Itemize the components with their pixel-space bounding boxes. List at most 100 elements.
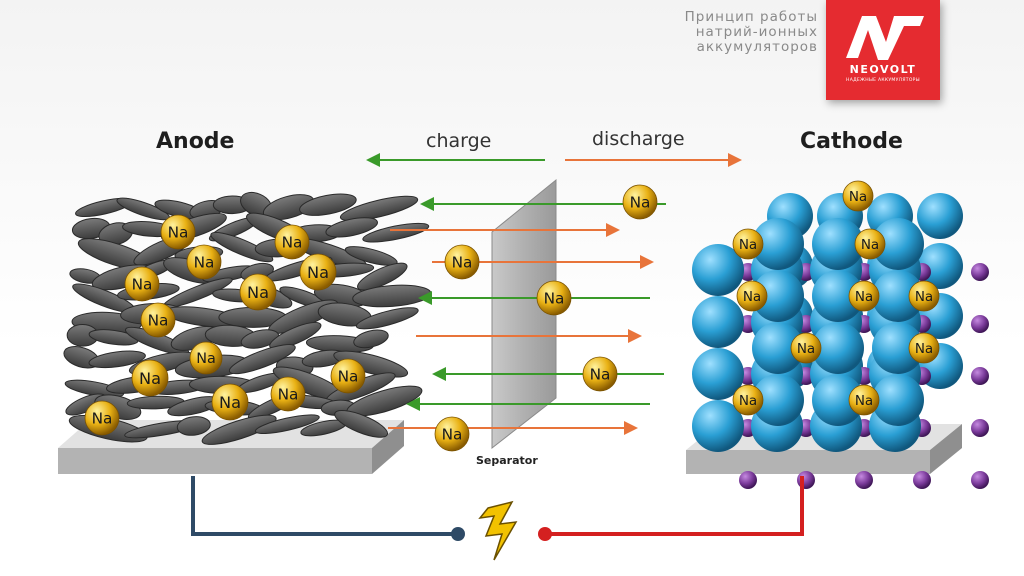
ion-label: Na [219, 393, 241, 412]
external-circuit [191, 476, 804, 561]
cathode-sphere [872, 374, 924, 426]
cathode-sphere [872, 322, 924, 374]
cathode-title: Cathode [800, 129, 903, 154]
sodium-ion: Na [582, 356, 618, 392]
lightning-bolt-icon [478, 500, 518, 561]
cathode-sphere [812, 270, 864, 322]
cathode-sphere [812, 322, 864, 374]
cathode-small-atom [971, 315, 989, 333]
anode-title: Anode [156, 129, 235, 154]
sodium-ion: Na [124, 266, 160, 302]
cathode-crystal-lattice [692, 193, 989, 489]
graphite-flake [344, 246, 398, 266]
cathode-sphere-back [917, 193, 963, 239]
graphite-flake [299, 193, 357, 216]
charge-direction-arrow [366, 153, 545, 167]
cathode-sphere [692, 400, 744, 452]
ion-label: Na [797, 341, 815, 357]
ion-label: Na [743, 289, 761, 305]
ion-label: Na [194, 253, 215, 271]
cathode-sphere [872, 270, 924, 322]
sodium-ion: Na [444, 244, 480, 280]
sodium-ion: Na [131, 359, 169, 397]
ion-label: Na [307, 263, 329, 282]
cathode-sphere [752, 218, 804, 270]
sodium-ion: Na [622, 184, 658, 220]
charge-label: charge [426, 130, 492, 152]
graphite-flake [357, 262, 408, 291]
discharge-arrow [390, 223, 620, 237]
graphite-flake [228, 344, 296, 375]
ion-label: Na [132, 275, 153, 293]
discharge-arrow [416, 329, 642, 343]
graphite-flake [88, 350, 146, 369]
ion-label: Na [247, 283, 269, 302]
ion-label: Na [855, 289, 873, 305]
cathode-small-atom [913, 471, 931, 489]
cathode-sphere [692, 244, 744, 296]
ion-label: Na [849, 189, 867, 205]
cathode-sphere [752, 374, 804, 426]
header-line-1: Принцип работы [684, 9, 818, 25]
cathode-small-atom [971, 419, 989, 437]
anode-terminal-dot [451, 527, 465, 541]
ion-label: Na [92, 409, 113, 427]
charge-arrow [432, 367, 664, 381]
ion-label: Na [282, 233, 303, 251]
graphite-flake [333, 350, 409, 378]
sodium-ion: Na [848, 280, 880, 312]
discharge-arrow [388, 421, 638, 435]
graphite-flake [240, 329, 280, 349]
separator-membrane [491, 178, 557, 450]
ion-flow-arrows [366, 153, 742, 435]
cathode-sphere [752, 322, 804, 374]
cathode-terminal-dot [538, 527, 552, 541]
cathode-sphere [692, 296, 744, 348]
graphite-flake [176, 416, 211, 436]
sodium-ion: Na [274, 224, 310, 260]
cathode-sphere [692, 348, 744, 400]
cathode-sphere [752, 270, 804, 322]
sodium-ion: Na [330, 358, 366, 394]
cathode-sphere [812, 218, 864, 270]
ion-label: Na [139, 369, 161, 388]
sodium-ion: Na [160, 214, 196, 250]
sodium-ion: Na [908, 280, 940, 312]
logo-brand: NEOVOLT [849, 63, 917, 76]
graphite-flake [254, 414, 320, 435]
ion-label: Na [452, 253, 473, 271]
sodium-ion: Na [732, 384, 764, 416]
ion-label: Na [861, 237, 879, 253]
ion-label: Na [544, 289, 565, 307]
logo-mark [846, 16, 924, 60]
cathode-small-atom [855, 471, 873, 489]
ion-label: Na [739, 393, 757, 409]
cathode-sphere [812, 374, 864, 426]
graphite-flake [210, 231, 274, 263]
header-line-2: натрий-ионных [695, 24, 818, 40]
cathode-small-atom [739, 471, 757, 489]
discharge-direction-arrow [565, 153, 742, 167]
charge-arrow [406, 397, 650, 411]
sodium-ion: Na [270, 376, 306, 412]
header-title: Принцип работы натрий-ионных аккумулятор… [600, 10, 818, 55]
ion-label: Na [196, 351, 216, 367]
sodium-ion: Na [140, 302, 176, 338]
sodium-ion: Na [186, 244, 222, 280]
graphite-flake [355, 307, 419, 330]
ion-label: Na [148, 311, 169, 329]
graphite-flake [325, 217, 378, 238]
header-line-3: аккумуляторов [696, 39, 818, 55]
ion-label: Na [338, 367, 359, 385]
sodium-ion: Na [536, 280, 572, 316]
sodium-ion: Na [842, 180, 874, 212]
cathode-small-atom [971, 367, 989, 385]
cathode-small-atom [971, 471, 989, 489]
ion-label: Na [915, 341, 933, 357]
ion-label: Na [590, 365, 611, 383]
sodium-ion: Na [908, 332, 940, 364]
cathode-small-atom [797, 471, 815, 489]
